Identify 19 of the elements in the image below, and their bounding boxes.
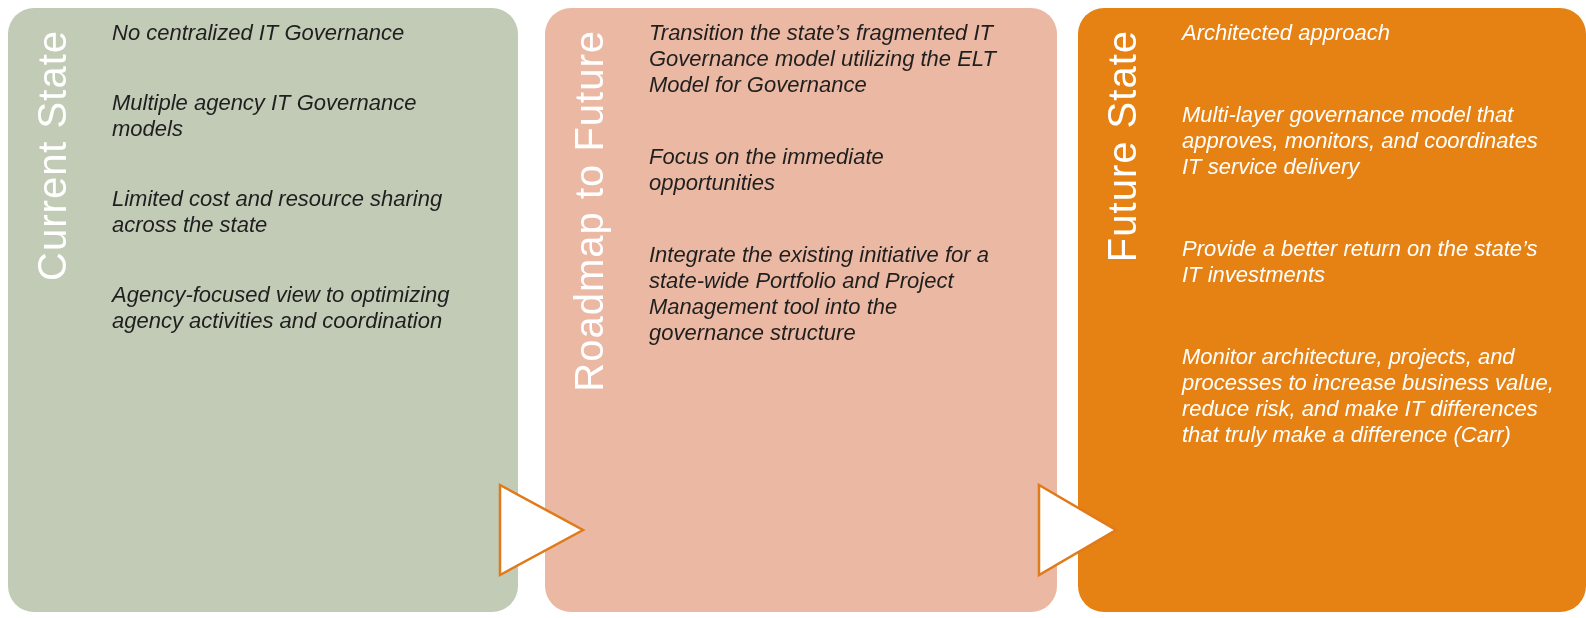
point-text: Provide a better return on the state’s IT investments bbox=[1182, 236, 1539, 288]
point-text: Agency-focused view to optimizing agency activities and coordination bbox=[112, 282, 451, 334]
point-text: Focus on the immediate opportunities bbox=[649, 144, 885, 196]
stage-panel bbox=[1078, 8, 1586, 612]
stage-panel bbox=[545, 8, 1057, 612]
point-text: Multiple agency IT Governance models bbox=[112, 90, 418, 142]
panel-title: Current State bbox=[32, 30, 72, 281]
point-text: Architected approach bbox=[1182, 20, 1391, 46]
panel-title: Roadmap to Future bbox=[569, 30, 609, 392]
point-text: Multi-layer governance model that approves, monitors, and coordinates IT service delivery bbox=[1182, 102, 1539, 180]
point-text: No centralized IT Governance bbox=[112, 20, 406, 46]
panel-title: Future State bbox=[1102, 30, 1142, 263]
arrow bbox=[498, 482, 586, 578]
point-text: Limited cost and resource sharing across the state bbox=[112, 186, 444, 238]
point-text: Monitor architecture, projects, and processes to increase business value, reduce risk, and make IT differences that truly make a difference (Carr) bbox=[1182, 344, 1555, 448]
point-text: Integrate the existing initiative for a state-wide Portfolio and Project Management tool into the governance structure bbox=[649, 242, 990, 346]
stage-panel bbox=[8, 8, 518, 612]
arrow bbox=[1037, 482, 1119, 578]
point-text: Transition the state’s fragmented IT Governance model utilizing the ELT Model for Governance bbox=[649, 20, 998, 98]
